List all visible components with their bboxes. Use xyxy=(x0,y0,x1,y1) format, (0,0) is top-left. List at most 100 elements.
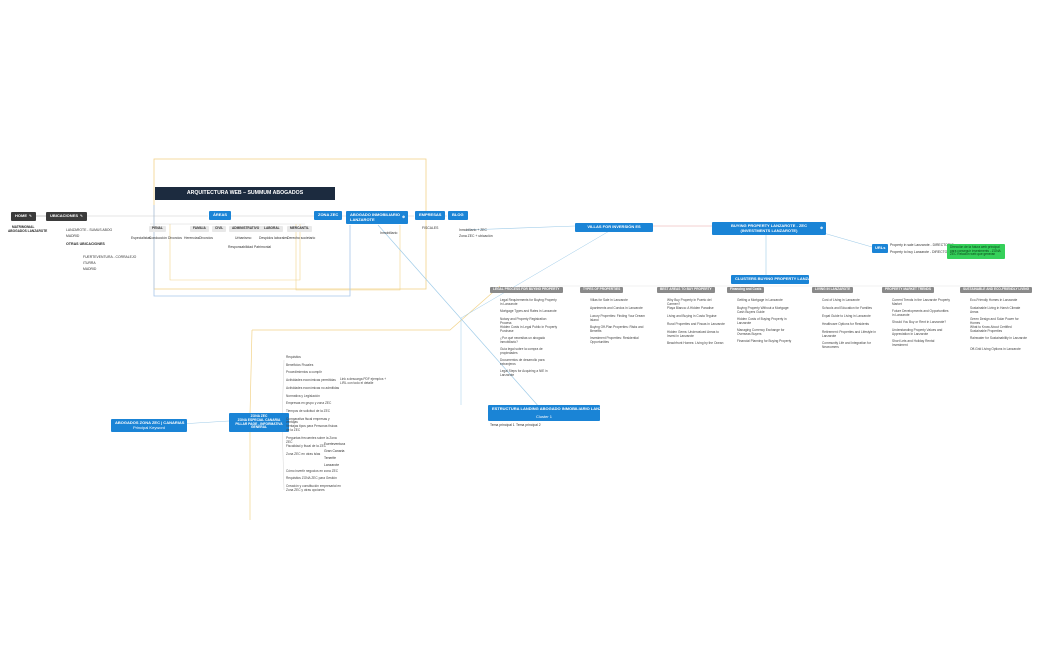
area-child[interactable]: Conducción xyxy=(149,236,167,240)
cluster-item[interactable]: Should You Buy or Rent in Lanzarote? xyxy=(892,320,947,324)
area-civil[interactable]: CIVIL xyxy=(212,226,227,232)
zec-item[interactable]: Normativa y Legislación xyxy=(286,393,320,398)
zec-item[interactable]: Fiscalidad y fiscal de la ZEC xyxy=(286,444,327,448)
abogado-inmobiliario-node[interactable]: ABOGADO INMOBILIARIO LANZAROTE ⊕ xyxy=(346,211,408,225)
cluster-item[interactable]: Villas for Sale in Lanzarote xyxy=(590,298,628,302)
zec-item[interactable]: Actividades económicas permitidas xyxy=(286,378,336,383)
cluster-item[interactable]: Living and Buying in Costa Teguise xyxy=(667,314,717,318)
area-child[interactable]: Divorcios xyxy=(168,236,182,240)
url-item[interactable]: Property in sale Lanzarote - DIRECTORIO xyxy=(890,243,954,247)
zec-item[interactable]: Zona ZEC en otras islas xyxy=(286,451,321,456)
cluster-item[interactable]: Legal Requirements for Buying Property i… xyxy=(500,298,557,306)
cluster-item[interactable]: Healthcare Options for Residents xyxy=(822,322,869,326)
area-administrativo[interactable]: ADMINISTRATIVO xyxy=(229,226,263,232)
cluster-item[interactable]: Rural Properties and Fincas in Lanzarote xyxy=(667,322,725,326)
url-item[interactable]: Property to buy Lanzarote - DIRECTORIO xyxy=(890,250,954,254)
blog-node[interactable]: BLOG xyxy=(448,211,468,220)
cluster-item[interactable]: Guía legal sobre la compra de propiedade… xyxy=(500,347,543,355)
zona-zec-hub-node[interactable]: ZONA ZEC ZONA ESPECIAL CANARIA PILLAR PA… xyxy=(229,413,289,433)
zec-item[interactable]: Actividades económicas no admitidas xyxy=(286,385,340,390)
cluster-item[interactable]: Hidden Costs of Buying Property in Lanza… xyxy=(737,317,787,325)
cluster-header[interactable]: TYPES OF PROPERTIES xyxy=(580,287,624,293)
area-child[interactable]: Responsabilidad Patrimonial xyxy=(228,245,271,249)
estructura-child[interactable]: Tema principal 1 xyxy=(490,423,515,427)
clusters-node[interactable]: CLUSTERS BUYING PROPERTY LANZAROTE xyxy=(731,275,822,284)
zec-item[interactable]: Ventajas tipos para Personas físicas de … xyxy=(286,424,338,432)
island-item[interactable]: Lanzarote xyxy=(324,463,340,467)
estructura-child[interactable]: Tema principal 2 xyxy=(516,423,541,427)
cluster-item[interactable]: Beachfront Homes: Living by the Ocean xyxy=(667,341,724,345)
area-child[interactable]: Urbanismo xyxy=(235,236,252,240)
cluster-item[interactable]: Green Design and Solar Power for Homes xyxy=(970,317,1019,325)
cluster-item[interactable]: Rainwater for Sustainability in Lanzarot… xyxy=(970,336,1028,340)
cluster-header[interactable]: LEGAL PROCESS FOR BUYING PROPERTY xyxy=(490,287,563,293)
cluster-item[interactable]: Legal Steps for Acquiring a NIE in Lanza… xyxy=(500,369,548,377)
zec-item[interactable]: Beneficios Fiscales xyxy=(286,362,314,367)
cluster-item[interactable]: Hidden Gems: Undervalued Areas to Invest… xyxy=(667,330,719,338)
area-child[interactable]: Herencias xyxy=(184,236,200,240)
zec-item[interactable]: Procedimientos a cumplir xyxy=(286,370,322,375)
zec-item[interactable]: Comparativa fiscal empresas y ventajas xyxy=(286,416,330,425)
zec-item[interactable]: Preguntas frecuentes sobre la Zona ZEC xyxy=(286,436,337,444)
home-node[interactable]: HOME✎ xyxy=(11,212,36,221)
empresas-child[interactable]: FISCALES xyxy=(422,226,439,230)
island-item[interactable]: Tenerife xyxy=(324,456,337,460)
island-item[interactable]: Fuerteventura xyxy=(324,442,346,446)
ubicacion-item[interactable]: LANZAROTE - SUMUS ABOG xyxy=(66,228,113,232)
cluster-item[interactable]: Off-Grid Living Options in Lanzarote xyxy=(970,347,1021,351)
cluster-item[interactable]: Buying Off-Plan Properties: Risks and Be… xyxy=(590,325,644,333)
ubicacion-item[interactable]: OTRAS UBICACIONES xyxy=(66,242,105,246)
abogado-child[interactable]: Inmobiliario xyxy=(380,231,398,235)
areas-node[interactable]: ÁREAS xyxy=(209,211,232,220)
cluster-item[interactable]: Playa Blanca: A Hidden Paradise xyxy=(667,306,714,310)
zec-item[interactable]: Requisitos ZONA ZEC para Gestión xyxy=(286,476,337,481)
area-penal[interactable]: PENAL xyxy=(149,226,166,232)
cluster-item[interactable]: Understanding Property Values and Apprec… xyxy=(892,328,943,336)
cluster-header[interactable]: PROPERTY MARKET TRENDS xyxy=(882,287,934,293)
area-laboral[interactable]: LABORAL xyxy=(261,226,283,232)
ubicacion-item[interactable]: MADRID xyxy=(66,234,80,238)
cluster-item[interactable]: ¿Por qué necesitas un abogado inmobiliar… xyxy=(500,336,546,344)
cluster-header[interactable]: SUSTAINABLE AND ECO-FRIENDLY LIVING xyxy=(960,287,1033,293)
ubicacion-sub[interactable]: ITURRA xyxy=(83,261,96,265)
zec-item[interactable]: Cómo invertir negocios en zona ZEC xyxy=(286,468,339,473)
area-child[interactable]: Divorcios xyxy=(199,236,213,240)
area-child[interactable]: Despidos laborales xyxy=(259,236,288,240)
zec-item[interactable]: Creación y constitución empresarial en Z… xyxy=(286,484,341,492)
cluster-header[interactable]: BEST AREAS TO BUY PROPERTY xyxy=(657,287,715,293)
urls-node[interactable]: URLs xyxy=(872,244,889,253)
area-child[interactable]: Especialistas xyxy=(131,236,151,240)
empresas-node[interactable]: EMPRESAS xyxy=(415,211,446,220)
area-familia[interactable]: FAMILIA xyxy=(190,226,209,232)
cluster-item[interactable]: Financial Planning for Buying Property xyxy=(737,339,792,343)
area-mercantil[interactable]: MERCANTIL xyxy=(287,226,312,232)
area-child[interactable]: Derecho societario xyxy=(287,236,316,240)
cluster-item[interactable]: Expat Guide to Living in Lanzarote xyxy=(822,314,871,318)
zona-zec-node[interactable]: ZONA ZEC xyxy=(314,211,343,220)
cluster-item[interactable]: Documentos de desarrollo para extranjero… xyxy=(500,358,545,366)
blog-child[interactable]: Inmobiliario + ZEC xyxy=(459,228,487,232)
cluster-item[interactable]: Mortgage Types and Rates in Lanzarote xyxy=(500,309,557,313)
ubicaciones-node[interactable]: UBICACIONES✎ xyxy=(46,212,87,221)
villas-node[interactable]: VILLAS FOR INVERSIÓN ES xyxy=(575,223,653,232)
cluster-item[interactable]: Why Buy Property in Puerto del Carmen? xyxy=(667,298,712,306)
cluster-header[interactable]: Financing and Costs xyxy=(727,287,765,293)
cluster-item[interactable]: Future Developments and Opportunities in… xyxy=(892,309,949,317)
island-item[interactable]: Gran Canaria xyxy=(324,449,345,453)
blog-child[interactable]: Zona ZEC + ubicación xyxy=(459,234,493,238)
cluster-item[interactable]: Short Lets and Holiday Rental Investment xyxy=(892,339,935,347)
cluster-item[interactable]: Eco-Friendly Homes in Lanzarote xyxy=(970,298,1018,302)
cluster-item[interactable]: Buying Property Without a Mortgage: Cash… xyxy=(737,306,790,314)
ubicacion-sub[interactable]: FUERTEVENTURA - CORRALEJO xyxy=(83,255,137,259)
cluster-item[interactable]: Investment Properties: Residential Oppor… xyxy=(590,336,639,344)
buying-node[interactable]: BUYING PROPERTY LANZAROTE - ZEC (INVESTM… xyxy=(712,222,826,236)
ubicacion-sub[interactable]: MADRID xyxy=(83,267,97,271)
cluster-item[interactable]: Schools and Education for Families xyxy=(822,306,872,310)
abogados-zona-node[interactable]: ABOGADOS ZONA ZEC | CANARIAS Principal K… xyxy=(111,419,187,433)
cluster-item[interactable]: Current Trends in the Lanzarote Property… xyxy=(892,298,950,306)
estructura-node[interactable]: ESTRUCTURA LANDING ABOGADO INMOBILIARIO … xyxy=(488,405,615,422)
zec-item[interactable]: Tiempos de solicitud de la ZEC xyxy=(286,408,330,413)
cluster-item[interactable]: Sustainable Living in Harsh Climate Area… xyxy=(970,306,1021,314)
cluster-item[interactable]: Luxury Properties: Finding Your Dream Is… xyxy=(590,314,645,322)
cluster-item[interactable]: Managing Currency Exchange for Overseas … xyxy=(737,328,785,336)
